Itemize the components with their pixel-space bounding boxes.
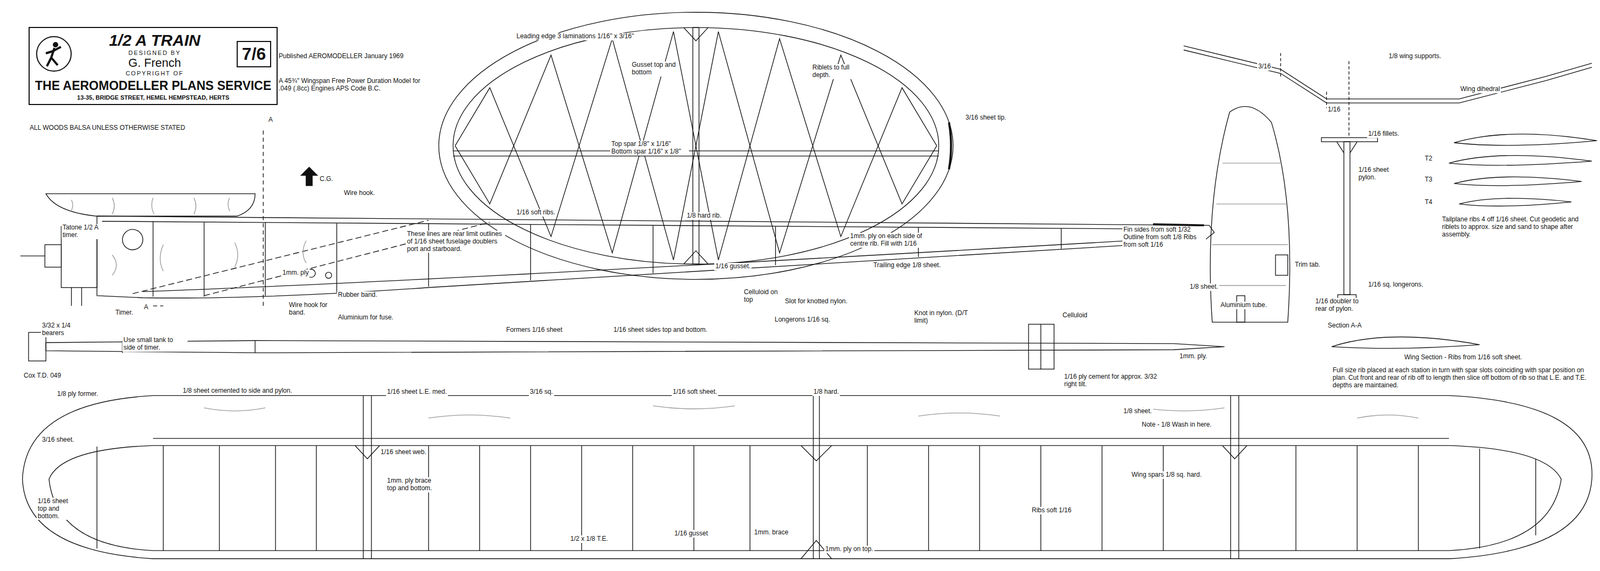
plan-label: Use small tank to side of timer. (122, 336, 188, 353)
plan-label: 1/8 sheet. (1122, 408, 1154, 416)
plan-label: 1mm. ply on top. (824, 546, 875, 554)
plan-label: 1mm. ply brace top and bottom. (385, 477, 441, 493)
plan-label: 1/16 (1326, 106, 1342, 114)
plan-label: C.G. (318, 175, 335, 184)
plan-label: Tailplane ribs 4 off 1/16 sheet. Cut geo… (1440, 216, 1595, 239)
plan-label: 1mm. ply (281, 269, 310, 278)
plan-label: 1/8 hard rib. (685, 212, 723, 220)
designer-name: G. French (128, 56, 182, 71)
publisher-name: THE AEROMODELLER PLANS SERVICE (35, 78, 272, 94)
tailplane-plan (438, 12, 954, 280)
plan-label: 1mm. brace (753, 529, 790, 537)
plan-label: A (142, 304, 150, 312)
plan-label: 1/16 soft ribs. (515, 209, 557, 217)
fuselage-side (20, 130, 1215, 307)
plan-label: Wing Section - Ribs from 1/16 soft sheet… (1403, 354, 1523, 362)
plan-label: 1/16 soft sheet. (671, 388, 719, 397)
plan-label: 1/16 sheet L.E. med. (385, 388, 448, 397)
plan-label: 1/16 sheet pylon. (1357, 166, 1401, 182)
plan-label: Wing dihedral (1459, 85, 1501, 94)
wing-plan (22, 395, 1593, 560)
tail-ribs (1449, 134, 1597, 207)
designer-caption: DESIGNED BY (128, 49, 181, 57)
plan-label: 3/16 (1257, 63, 1272, 71)
plan-label: T4 (1423, 198, 1434, 207)
plan-label: Formers 1/16 sheet (505, 326, 564, 335)
plan-label: Ribs soft 1/16 (1030, 507, 1073, 515)
plan-label: 1/16 gusset. (714, 263, 752, 271)
plan-label: Timer. (114, 309, 135, 317)
plan-label: 1/16 sq. longerons. (1367, 281, 1425, 289)
fuselage-top (28, 324, 1225, 370)
fin (1210, 106, 1291, 323)
plan-label: 1/2 x 1/8 T.E. (569, 535, 610, 544)
copyright-caption: COPYRIGHT OF (125, 70, 184, 77)
section-aa (1321, 61, 1378, 310)
plan-label: Tatone 1/2 A timer. (61, 224, 103, 240)
plan-label: Aluminium tube. (1219, 301, 1268, 310)
dihedral-diagram (1183, 45, 1592, 108)
plan-label: Trailing edge 1/8 sheet. (872, 261, 942, 270)
plan-label: Fin sides from soft 1/32 Outline from so… (1122, 226, 1206, 249)
plan-price: 7/6 (242, 44, 266, 65)
plan-label: Leading edge 3 laminations 1/16" x 3/16" (515, 32, 636, 41)
plan-label: 1/8 ply former. (56, 390, 100, 399)
plan-label: These lines are rear limit outlines of 1… (405, 230, 506, 253)
plan-label: Published AEROMODELLER January 1969 (277, 52, 405, 61)
plan-label: T3 (1423, 176, 1434, 184)
plan-label: Wing spars 1/8 sq. hard. (1130, 471, 1203, 480)
plan-label: Celluloid (1061, 312, 1089, 320)
plan-label: 1mm. ply. (1178, 353, 1209, 361)
plan-label: ALL WOODS BALSA UNLESS OTHERWISE STATED (28, 124, 186, 133)
plan-label: 1/8 wing supports. (1387, 52, 1443, 61)
plan-label: 1/16 sheet top and bottom. (36, 498, 80, 521)
plan-label: Rubber band. (336, 291, 379, 300)
plan-label: Top spar 1/8" x 1/16" Bottom spar 1/16" … (610, 140, 689, 156)
price-box: 7/6 (236, 40, 272, 68)
plan-label: Section A-A (1326, 322, 1363, 330)
plan-label: 3/16 sheet tip. (964, 114, 1008, 122)
publisher-address: 13-35, BRIDGE STREET, HEMEL HEMPSTEAD, H… (35, 94, 272, 101)
plan-label: Wire hook. (342, 189, 376, 198)
plan-label: 1/16 sheet web. (379, 449, 428, 457)
plan-label: Wire hook for band. (287, 301, 329, 317)
plan-label: 3/16 sheet. (40, 436, 75, 445)
plan-label: T2 (1423, 155, 1434, 163)
plan-label: Gusset top and bottom (630, 61, 679, 77)
plan-label: Knot in nylon. (D/T limit) (913, 309, 972, 326)
plan-label: Longerons 1/16 sq. (773, 316, 832, 324)
plan-label: 1/16 ply cement for approx. 3/32 right t… (1063, 373, 1160, 389)
title-box: 1/2 A TRAINDESIGNED BYG. FrenchCOPYRIGHT… (28, 26, 278, 106)
plan-label: 1/8 sheet. (1188, 283, 1220, 292)
plan-label: Note - 1/8 Wash in here. (1140, 421, 1213, 430)
plan-label: 3/16 sq. (528, 388, 555, 397)
plan-label: Full size rib placed at each station in … (1331, 367, 1589, 390)
model-title: 1/2 A TRAIN (108, 31, 200, 50)
plan-label: Riblets to full depth. (811, 64, 860, 80)
plan-label: 1/8 sheet cemented to side and pylon. (181, 387, 294, 396)
plan-label: Trim tab. (1293, 261, 1322, 270)
plan-label: 1/16 gusset (673, 530, 709, 539)
plan-label: Slot for knotted nylon. (783, 298, 849, 306)
plan-label: A 45¾" Wingspan Free Power Duration Mode… (277, 77, 433, 93)
wing-section (1331, 337, 1480, 349)
plan-label: 1/8 hard. (812, 388, 840, 397)
plan-label: 1/16 doubler to rear of pylon. (1314, 298, 1368, 314)
plan-label: Aluminium for fuse. (336, 314, 395, 322)
plan-label: 1/16 sheet sides top and bottom. (612, 326, 709, 335)
logo-emblem (35, 35, 73, 73)
plan-label: Cox T.D. 049 (22, 372, 62, 381)
plan-label: 3/32 x 1/4 bearers (40, 322, 85, 338)
plan-label: 1mm. ply on each side of centre rib. Fil… (849, 232, 939, 248)
plan-label: A (267, 116, 274, 124)
plan-label: Celluloid on top (742, 288, 781, 305)
plan-label: 1/16 fillets. (1367, 130, 1400, 139)
